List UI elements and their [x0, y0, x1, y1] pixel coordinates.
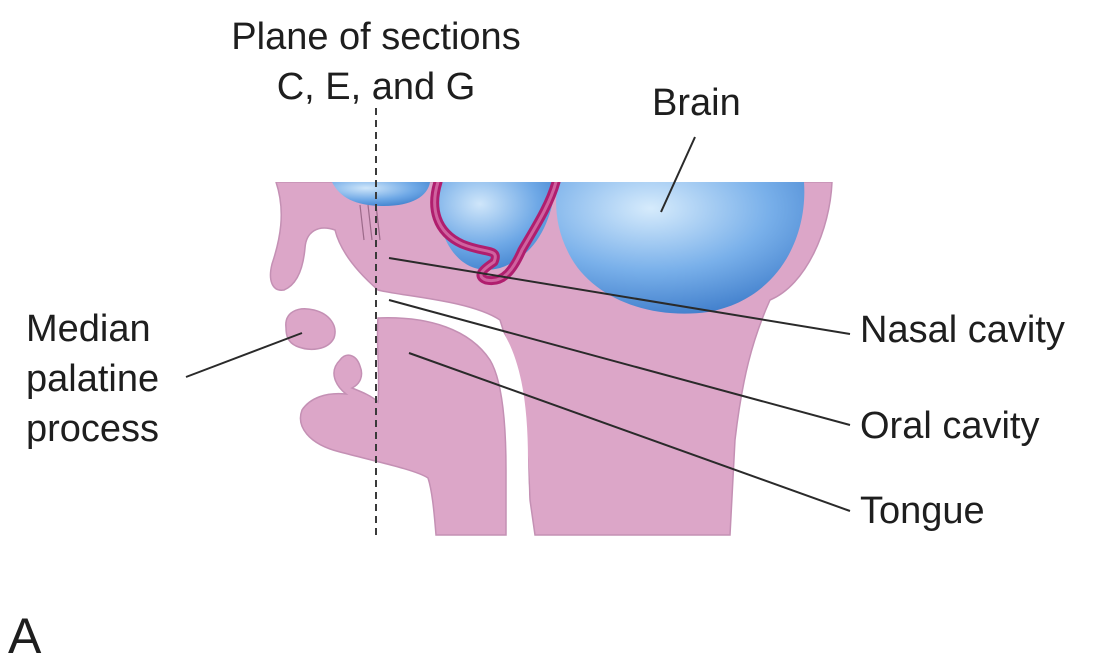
tongue-tissue [299, 317, 507, 536]
plane-label: Plane of sections C, E, and G [196, 12, 556, 112]
brain-label: Brain [652, 82, 741, 124]
brain-lobe-forebrain [332, 182, 430, 206]
median-palatine-process [285, 308, 336, 351]
median-label-line2: palatine [26, 358, 160, 400]
oral-cavity-label: Oral cavity [860, 405, 1040, 447]
leader-lines [185, 136, 851, 512]
median-palatine-label: Median palatine process [26, 304, 159, 454]
plane-label-line2: C, E, and G [276, 66, 476, 108]
median-label-line3: process [26, 408, 160, 450]
median-label-line1: Median [26, 308, 151, 350]
leader-tongue [408, 352, 851, 512]
leader-brain [660, 136, 696, 213]
leader-nasal [388, 257, 851, 335]
leader-median [185, 332, 303, 378]
brain-lobe-large [556, 182, 805, 314]
leader-oral [388, 299, 851, 426]
nasal-cavity-label: Nasal cavity [860, 309, 1065, 351]
tongue-label: Tongue [860, 490, 985, 532]
panel-letter: A [8, 608, 42, 664]
plane-label-line1: Plane of sections [231, 16, 521, 58]
